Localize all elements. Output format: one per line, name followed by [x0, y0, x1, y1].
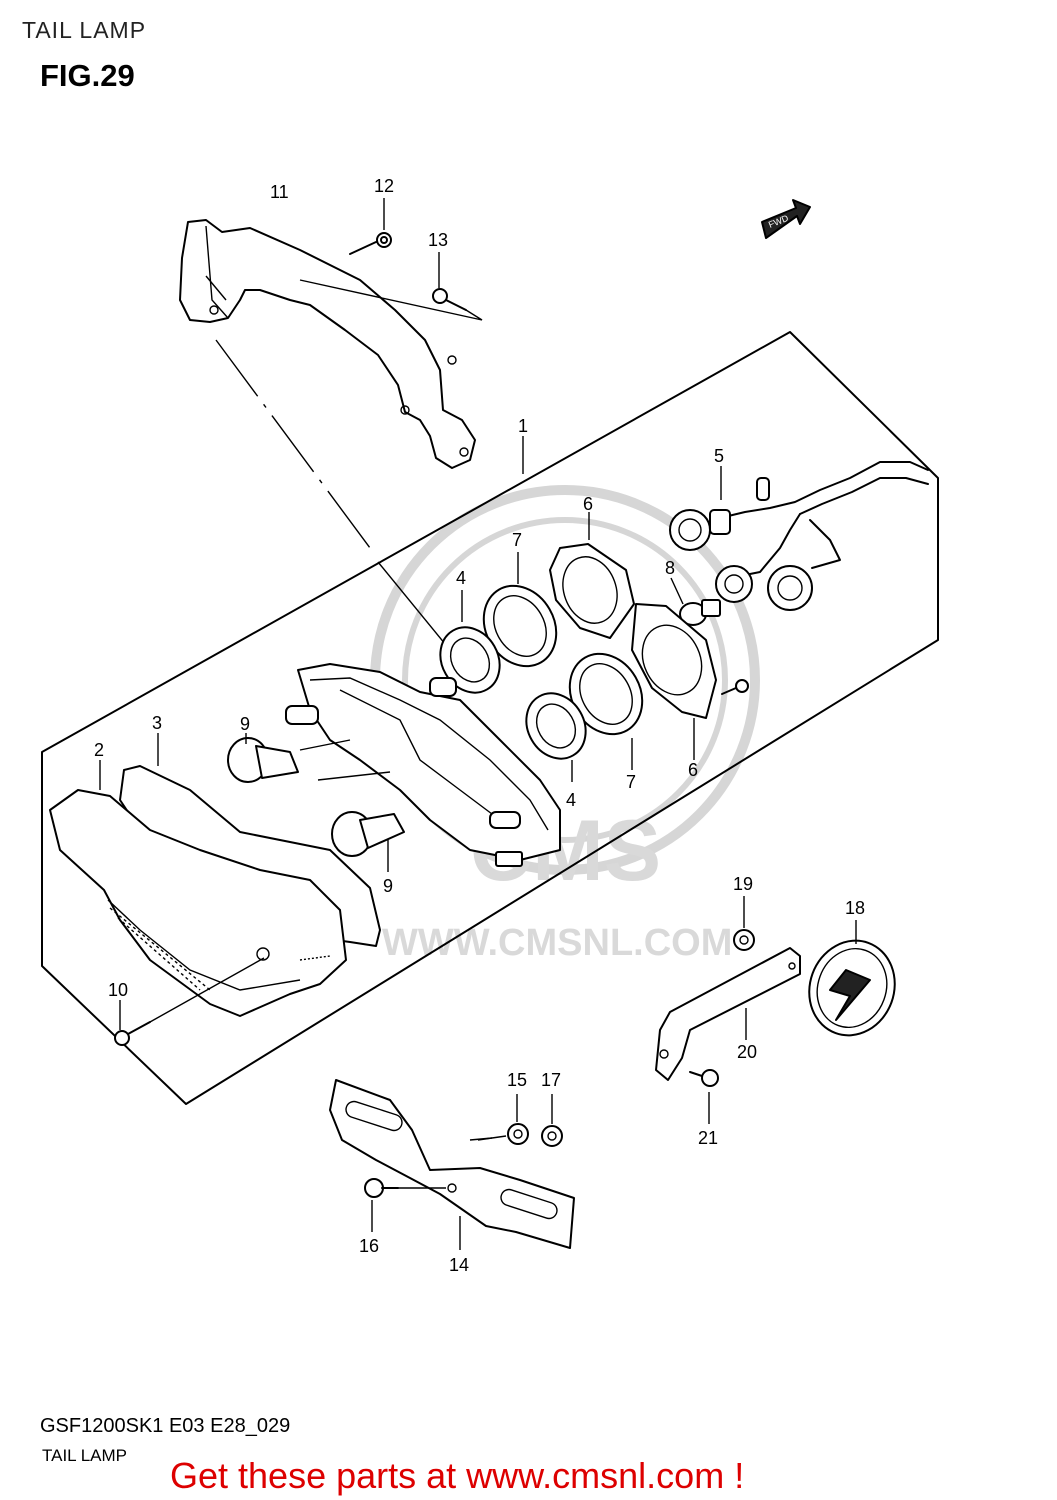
part-9-bulb-upper [227, 733, 299, 783]
callout-14: 14 [449, 1255, 469, 1275]
header-title: TAIL LAMP [22, 17, 147, 43]
watermark-url: WWW.CMSNL.COM [382, 922, 732, 964]
part-18-reflector [808, 920, 896, 1037]
figure-label: FIG.29 [40, 58, 135, 93]
part-6-gasket-lower [631, 603, 717, 760]
callout-10: 10 [108, 980, 128, 1000]
part-4-retainer-lower [525, 692, 587, 782]
callout-7-upper: 7 [512, 530, 522, 550]
diagram-code: GSF1200SK1 E03 E28_029 [40, 1415, 291, 1437]
callout-18: 18 [845, 898, 865, 918]
callout-17: 17 [541, 1070, 561, 1090]
callouts: 1 2 3 4 4 5 6 6 7 7 8 9 9 10 11 12 13 14… [94, 176, 865, 1275]
callout-3: 3 [152, 713, 162, 733]
callout-12: 12 [374, 176, 394, 196]
part-12-screw [349, 198, 392, 255]
callout-1: 1 [518, 416, 528, 436]
part-6-gasket-upper [549, 512, 635, 639]
part-16-screw [364, 1178, 446, 1232]
callout-4-upper: 4 [456, 568, 466, 588]
part-5-harness [669, 461, 929, 611]
lamp-housing [285, 663, 561, 867]
part-11-bracket [179, 219, 476, 469]
part-13-screw [299, 252, 483, 321]
callout-16: 16 [359, 1236, 379, 1256]
part-20-bracket [655, 947, 801, 1081]
part-2-lens [49, 760, 347, 1017]
callout-20: 20 [737, 1042, 757, 1062]
part-8-bulb [670, 577, 721, 626]
callout-6-upper: 6 [583, 494, 593, 514]
callout-5: 5 [714, 446, 724, 466]
promo-link[interactable]: Get these parts at www.cmsnl.com ! [170, 1455, 745, 1496]
part-15-washer [477, 1094, 529, 1145]
part-9-bulb-lower [331, 811, 405, 872]
callout-13: 13 [428, 230, 448, 250]
callout-21: 21 [698, 1128, 718, 1148]
callout-7-lower: 7 [626, 772, 636, 792]
callout-9-lower: 9 [383, 876, 393, 896]
callout-11: 11 [270, 182, 289, 202]
part-14-plate-bracket [329, 1079, 575, 1250]
part-1-frame [41, 331, 939, 1105]
callout-15: 15 [507, 1070, 527, 1090]
part-17-nut [541, 1094, 563, 1147]
callout-2: 2 [94, 740, 104, 760]
footer-title: TAIL LAMP [42, 1446, 128, 1465]
part-21-screw [689, 1069, 719, 1124]
part-19-nut [733, 896, 755, 951]
screw-icon [735, 679, 749, 693]
part-4-retainer-upper [439, 590, 501, 694]
callout-4-lower: 4 [566, 790, 576, 810]
callout-19: 19 [733, 874, 753, 894]
fwd-arrow-icon: FWD [761, 199, 811, 239]
part-10-screw [114, 957, 265, 1046]
part-7-ring-lower [568, 652, 644, 770]
callout-6-lower: 6 [688, 760, 698, 780]
callout-9-upper: 9 [240, 714, 250, 734]
callout-8: 8 [665, 558, 675, 578]
